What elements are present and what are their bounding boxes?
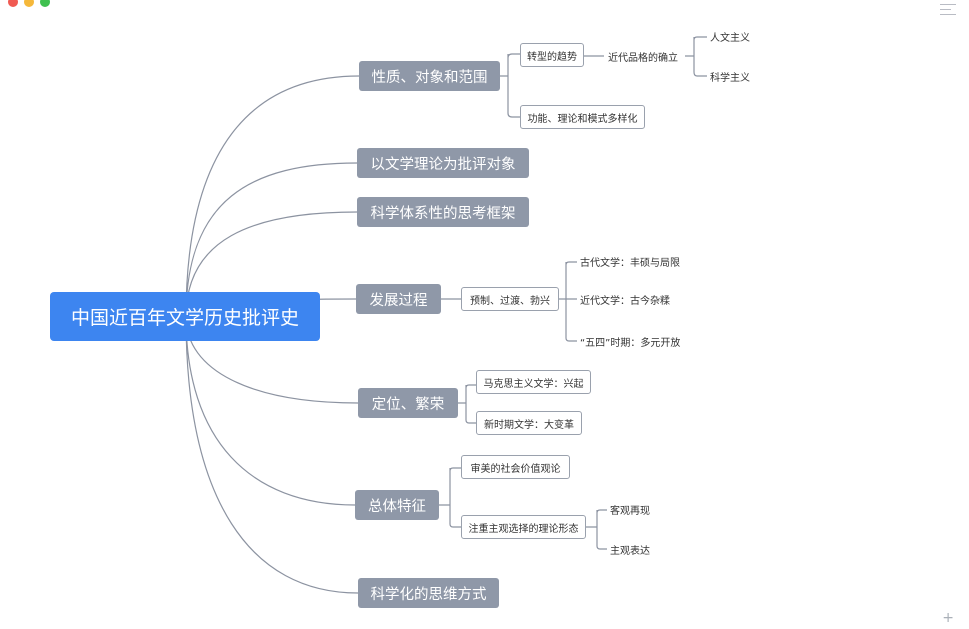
topic-subjective-expression[interactable]: 主观表达 — [610, 546, 650, 557]
mindmap-root-node[interactable]: 中国近百年文学历史批评史 — [50, 292, 320, 341]
minimize-window-button[interactable] — [24, 0, 34, 7]
topic-objective-reproduction[interactable]: 客观再现 — [610, 506, 650, 517]
connector-branch-1 — [500, 53, 520, 118]
close-window-button[interactable] — [8, 0, 18, 7]
topic-marxist-literature[interactable]: 马克思主义文学：兴起 — [476, 370, 591, 394]
connector-root-branch-1 — [185, 75, 360, 318]
topic-diversified-functions[interactable]: 功能、理论和模式多样化 — [520, 105, 645, 129]
topic-modern-character[interactable]: 近代品格的确立 — [608, 53, 678, 64]
connector-root-branch-3 — [185, 211, 358, 318]
branch-development-process[interactable]: 发展过程 — [356, 284, 441, 314]
topic-scientism[interactable]: 科学主义 — [710, 73, 750, 84]
connector-root-branch-2 — [185, 162, 358, 318]
topic-new-era-literature[interactable]: 新时期文学：大变革 — [476, 411, 582, 435]
plus-icon[interactable]: + — [942, 610, 954, 626]
topic-humanism[interactable]: 人文主义 — [710, 33, 750, 44]
connector-modern-character — [685, 36, 707, 77]
branch-general-features[interactable]: 总体特征 — [355, 490, 439, 520]
branch-scientific-framework[interactable]: 科学体系性的思考框架 — [357, 197, 529, 227]
connector-root-branch-7 — [185, 316, 359, 594]
hamburger-icon[interactable] — [940, 4, 956, 16]
topic-early-modern-literature[interactable]: 近代文学：古今杂糅 — [580, 296, 670, 307]
branch-scientific-thinking[interactable]: 科学化的思维方式 — [358, 578, 499, 608]
connector-root-branch-6 — [185, 316, 356, 506]
connector-features — [439, 467, 461, 528]
topic-stages[interactable]: 预制、过渡、勃兴 — [461, 287, 559, 311]
branch-positioning-prosperity[interactable]: 定位、繁荣 — [358, 388, 458, 418]
topic-aesthetic-social-value[interactable]: 审美的社会价值观论 — [461, 455, 570, 479]
branch-nature-object-scope[interactable]: 性质、对象和范围 — [359, 61, 500, 91]
maximize-window-button[interactable] — [40, 0, 50, 7]
topic-may-fourth-period[interactable]: “五四”时期：多元开放 — [580, 338, 681, 349]
topic-ancient-literature[interactable]: 古代文学：丰硕与局限 — [580, 258, 680, 269]
connector-stages — [559, 261, 577, 342]
topic-transformation-trend[interactable]: 转型的趋势 — [520, 43, 584, 67]
connector-subjective — [586, 509, 607, 550]
connector-positioning — [458, 384, 476, 424]
topic-subjective-choice-theory[interactable]: 注重主观选择的理论形态 — [461, 515, 586, 539]
branch-theory-as-object[interactable]: 以文学理论为批评对象 — [357, 148, 529, 178]
